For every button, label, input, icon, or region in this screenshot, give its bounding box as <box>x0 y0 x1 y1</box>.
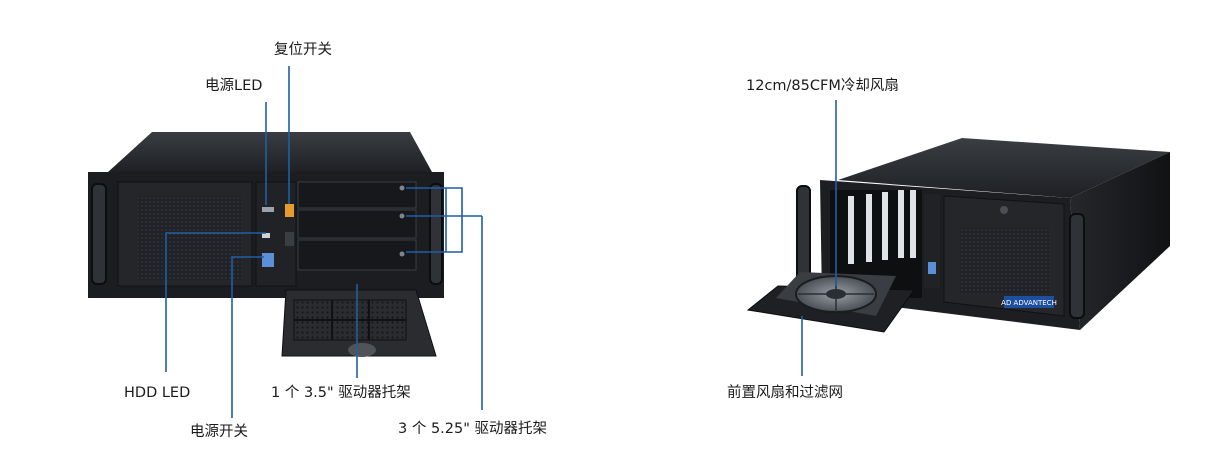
right-callout-lines <box>801 100 837 376</box>
label-cooling-fan: 12cm/85CFM冷却风扇 <box>746 78 899 94</box>
label-reset-switch: 复位开关 <box>274 42 332 58</box>
left-callout-lines <box>165 66 483 418</box>
drive-bay-1 <box>297 181 417 209</box>
right-chassis: AD ADVANTECH <box>746 138 1170 333</box>
right-right-handle <box>1069 213 1085 319</box>
label-bay-525: 3 个 5.25" 驱动器托架 <box>398 421 548 437</box>
power-button <box>285 232 294 246</box>
left-chassis-top <box>108 132 432 172</box>
door-lock <box>348 343 376 357</box>
reset-button <box>285 204 294 217</box>
right-chassis-side <box>1070 152 1170 330</box>
right-left-handle <box>796 185 811 283</box>
hdd-led-indicator <box>262 233 270 238</box>
drive-bay-3 <box>297 239 417 271</box>
usb-port <box>262 253 274 267</box>
label-power-led: 电源LED <box>205 78 263 94</box>
label-bay-35: 1 个 3.5" 驱动器托架 <box>271 385 411 401</box>
right-handle <box>429 183 443 285</box>
right-chassis-top <box>838 138 1170 198</box>
advantech-logo <box>1004 296 1054 308</box>
left-chassis <box>88 132 444 357</box>
advantech-logo-text: AD ADVANTECH <box>1001 299 1057 307</box>
drive-bay-2 <box>297 209 417 239</box>
label-hdd-led: HDD LED <box>124 385 191 401</box>
power-led-indicator <box>262 207 274 212</box>
left-vent-mesh <box>138 196 242 280</box>
label-power-switch: 电源开关 <box>190 424 248 440</box>
left-handle <box>91 183 107 285</box>
right-vent-mesh <box>960 228 1050 294</box>
label-front-fan-filter: 前置风扇和过滤网 <box>727 385 843 401</box>
